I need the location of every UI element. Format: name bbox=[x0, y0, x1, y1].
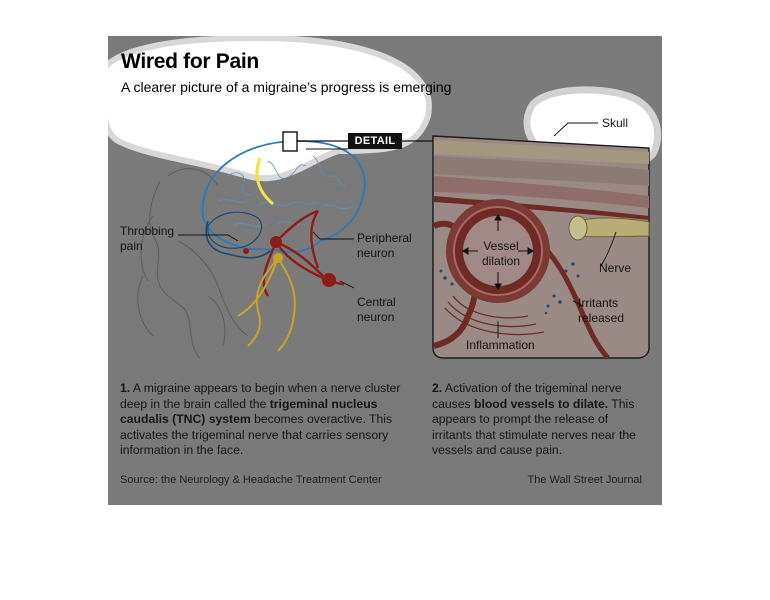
caption-step-2-number: 2. bbox=[432, 381, 443, 395]
illustration-layer bbox=[108, 36, 662, 360]
caption-step-1-number: 1. bbox=[120, 381, 131, 395]
label-nerve: Nerve bbox=[599, 261, 632, 275]
head-silhouette bbox=[137, 168, 249, 359]
infographic-panel: Wired for Pain A clearer picture of a mi… bbox=[108, 36, 662, 505]
vessel-lumen bbox=[463, 216, 533, 286]
page-title: Wired for Pain bbox=[121, 50, 259, 73]
brain-folds bbox=[217, 155, 354, 227]
label-inflammation: Inflammation bbox=[466, 338, 535, 352]
caption-step-1-text-a: A migraine appears to begin when a nerve… bbox=[120, 381, 401, 411]
label-vessel-dilation: Vessel dilation bbox=[482, 239, 520, 269]
caption-step-1-text-b: becomes overactive. This activates the t… bbox=[120, 412, 393, 457]
source-credit: Source: the Neurology & Headache Treatme… bbox=[120, 474, 382, 486]
label-central-line2: neuron bbox=[357, 310, 395, 324]
dilation-arrows bbox=[462, 214, 534, 290]
page-subtitle: A clearer picture of a migraine’s progre… bbox=[121, 79, 452, 95]
nerve-bundle bbox=[577, 217, 650, 238]
caption-step-2-text-b: This appears to prompt the release of ir… bbox=[432, 396, 636, 458]
label-peripheral-neuron: Peripheral neuron bbox=[357, 231, 412, 261]
publisher-credit: The Wall Street Journal bbox=[527, 474, 642, 486]
caption-step-2-bold: blood vessels to dilate. bbox=[474, 396, 609, 411]
label-skull: Skull bbox=[602, 116, 629, 130]
label-vessel-line1: Vessel bbox=[483, 239, 519, 253]
irritant-dots bbox=[439, 262, 580, 315]
caption-step-2: 2. Activation of the trigeminal nerve ca… bbox=[432, 381, 642, 459]
inflammation-arcs bbox=[444, 295, 545, 336]
label-central-neuron: Central neuron bbox=[357, 295, 396, 325]
detail-locator-box bbox=[282, 131, 298, 152]
leader-lines-right bbox=[497, 122, 617, 338]
label-peripheral-line1: Peripheral bbox=[357, 231, 412, 245]
detail-tag: DETAIL bbox=[348, 133, 402, 149]
ganglion-dot bbox=[273, 253, 283, 263]
label-irritants-line2: released bbox=[578, 311, 625, 325]
brain-outline bbox=[201, 140, 366, 253]
label-peripheral-line2: neuron bbox=[357, 246, 395, 260]
leader-lines-left bbox=[178, 148, 355, 289]
label-central-line1: Central bbox=[357, 295, 396, 309]
label-throbbing-pain: Throbbing pain bbox=[120, 224, 174, 254]
trigeminal-nerve-yellow bbox=[237, 257, 296, 352]
caption-step-1: 1. A migraine appears to begin when a ne… bbox=[120, 381, 410, 459]
vessel-graphic bbox=[432, 199, 610, 360]
label-irritants-line1: Irritants bbox=[578, 296, 619, 310]
nerve-end bbox=[568, 215, 588, 241]
caption-step-1-bold: trigeminal nucleus caudalis (TNC) system bbox=[120, 396, 378, 427]
label-vessel-line2: dilation bbox=[482, 254, 521, 268]
label-irritants-released: Irritants released bbox=[578, 296, 624, 326]
label-throbbing-line2: pain bbox=[120, 239, 143, 253]
label-throbbing-line1: Throbbing bbox=[120, 224, 175, 238]
central-neuron-dot bbox=[322, 273, 336, 287]
peripheral-neuron-dot bbox=[270, 236, 282, 248]
yellow-pathway bbox=[255, 157, 274, 206]
caption-step-2-text-a: Activation of the trigeminal nerve cause… bbox=[432, 381, 622, 411]
small-red-dot bbox=[243, 248, 249, 254]
brain-lower-outline bbox=[205, 220, 271, 259]
cerebellum bbox=[207, 211, 263, 249]
